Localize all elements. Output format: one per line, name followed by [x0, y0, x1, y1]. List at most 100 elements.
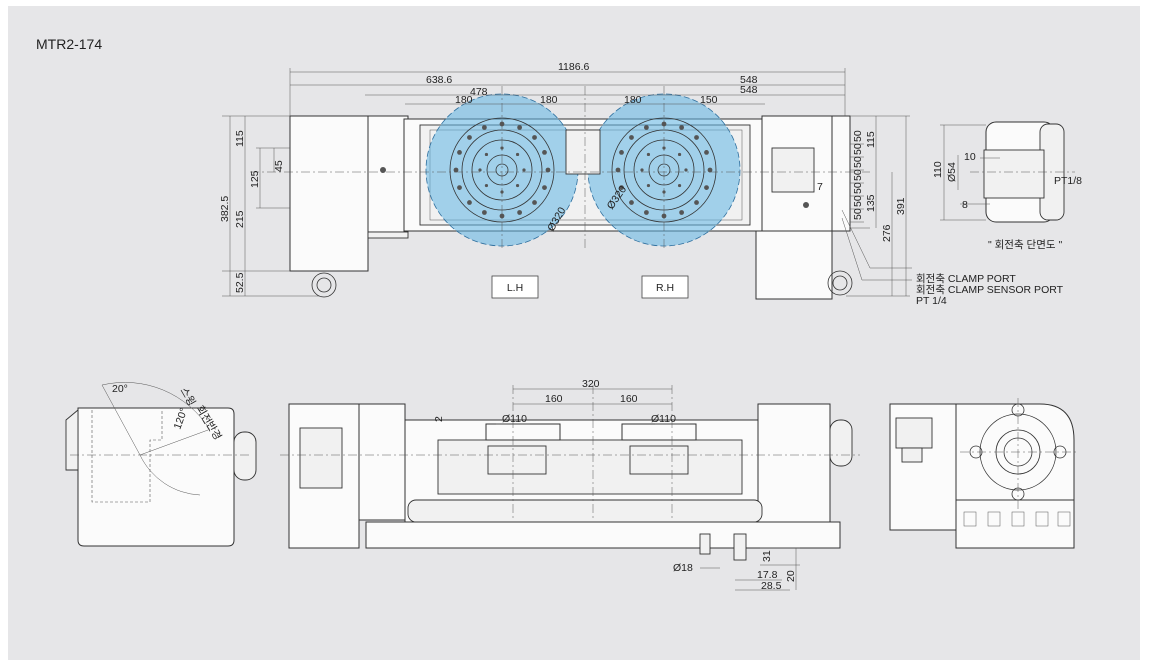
table-inner-hole — [478, 168, 482, 172]
dim-pitch-4: 150 — [700, 94, 718, 106]
table-bolt-hole — [679, 125, 685, 130]
dim-right-50: 50 — [852, 169, 864, 181]
note-clamp-port: 회전축 CLAMP PORT — [916, 273, 1016, 285]
table-inner-hole — [677, 183, 682, 188]
dim-right-115: 115 — [865, 131, 877, 148]
dim-overall-length: 1186.6 — [558, 61, 589, 73]
front-dim-2: 2 — [433, 416, 445, 422]
front-dim-320: 320 — [582, 378, 600, 390]
dim-pitch-3: 180 — [624, 94, 642, 106]
table-inner-hole — [500, 146, 504, 150]
dim-right-276: 276 — [881, 224, 893, 242]
top-view: 1186.6 638.6 548 548 478 180 180 180 150… — [219, 61, 1064, 307]
front-dim-17-8: 17.8 — [757, 569, 778, 581]
table-inner-hole — [484, 152, 489, 157]
table-bolt-hole — [694, 200, 699, 205]
table-bolt-hole — [619, 149, 624, 155]
table-bolt-hole — [481, 210, 487, 215]
section-dim-8: 8 — [962, 199, 968, 211]
front-dim-160-left: 160 — [545, 393, 563, 405]
table-bolt-hole — [481, 125, 487, 130]
front-dim-20: 20 — [785, 570, 797, 582]
table-bolt-hole — [453, 167, 459, 173]
table-bolt-hole — [629, 200, 634, 205]
label-lh: L.H — [507, 282, 523, 294]
table-bolt-hole — [467, 135, 472, 140]
table-bolt-hole — [542, 185, 547, 191]
left-housing — [289, 115, 369, 272]
table-inner-hole — [684, 168, 688, 172]
table-bolt-hole — [629, 135, 634, 140]
left-motor-block — [367, 115, 409, 233]
table-bolt-hole — [499, 213, 505, 219]
dim-right-offset-2: 548 — [740, 84, 758, 96]
model-title: MTR2-174 — [36, 36, 103, 52]
dim-right-50: 50 — [852, 208, 864, 220]
dim-pitch-2: 180 — [540, 94, 558, 106]
dim-right-50: 50 — [852, 143, 864, 155]
table-bolt-hole — [704, 149, 709, 155]
dim-right-50: 50 — [852, 156, 864, 168]
note-clamp-sensor-port: 회전축 CLAMP SENSOR PORT — [916, 284, 1064, 296]
table-inner-hole — [677, 152, 682, 157]
table-bolt-hole — [619, 185, 624, 191]
dim-478: 478 — [470, 86, 488, 98]
dim-left-45: 45 — [273, 160, 285, 172]
table-bolt-hole — [694, 135, 699, 140]
table-bolt-hole — [679, 210, 685, 215]
side-left-view: 20° 스윙 120° 회전 반경 — [65, 382, 257, 547]
section-view: 110 Ø54 10 8 PT1/8 " 회전축 단면도 " — [932, 121, 1082, 251]
table-bolt-hole — [467, 200, 472, 205]
right-end-view — [889, 398, 1078, 549]
front-dim-phi110-left: Ø110 — [502, 413, 527, 425]
section-dim-phi54: Ø54 — [946, 162, 958, 182]
table-inner-hole — [646, 183, 651, 188]
front-dim-160-right: 160 — [620, 393, 638, 405]
dim-left-115: 115 — [234, 130, 246, 147]
side-dim-20deg: 20° — [112, 383, 128, 395]
table-bolt-hole — [517, 125, 523, 130]
table-bolt-hole — [457, 149, 462, 155]
table-bolt-hole — [457, 185, 462, 191]
table-bolt-hole — [615, 167, 621, 173]
note-pt-size: PT 1/4 — [916, 295, 947, 307]
dim-right-50: 50 — [852, 182, 864, 194]
table-bolt-hole — [545, 167, 551, 173]
dim-right-50: 50 — [852, 195, 864, 207]
dim-right-7: 7 — [817, 181, 823, 193]
table-bolt-hole — [517, 210, 523, 215]
table-bolt-hole — [661, 213, 667, 219]
table-bolt-hole — [532, 135, 537, 140]
table-inner-hole — [515, 183, 520, 188]
table-bolt-hole — [707, 167, 713, 173]
front-dim-28-5: 28.5 — [761, 580, 782, 592]
table-inner-hole — [484, 183, 489, 188]
section-dim-110: 110 — [932, 161, 944, 178]
dim-right-391: 391 — [895, 197, 907, 215]
table-inner-hole — [515, 152, 520, 157]
right-lower-housing — [755, 230, 833, 300]
dim-right-offset: 548 — [740, 74, 758, 86]
table-bolt-hole — [704, 185, 709, 191]
dim-right-50: 50 — [852, 130, 864, 142]
front-dim-31: 31 — [761, 550, 773, 562]
section-caption: " 회전축 단면도 " — [988, 239, 1062, 251]
dim-right-135: 135 — [865, 194, 877, 212]
front-dim-phi18: Ø18 — [673, 562, 693, 574]
table-inner-hole — [662, 146, 666, 150]
label-rh: R.H — [656, 282, 674, 294]
section-dim-10: 10 — [964, 151, 976, 163]
drawing-sheet — [8, 6, 1140, 660]
dim-left-offset: 638.6 — [426, 74, 452, 86]
table-bolt-hole — [542, 149, 547, 155]
section-dim-pt: PT1/8 — [1054, 175, 1082, 187]
dim-left-52-5: 52.5 — [234, 272, 246, 293]
dim-left-215: 215 — [234, 210, 246, 228]
table-inner-hole — [646, 152, 651, 157]
side-swing-label: 스윙 — [177, 386, 197, 409]
table-bolt-hole — [643, 210, 649, 215]
table-inner-hole — [640, 168, 644, 172]
table-bolt-hole — [643, 125, 649, 130]
table-bolt-hole — [532, 200, 537, 205]
